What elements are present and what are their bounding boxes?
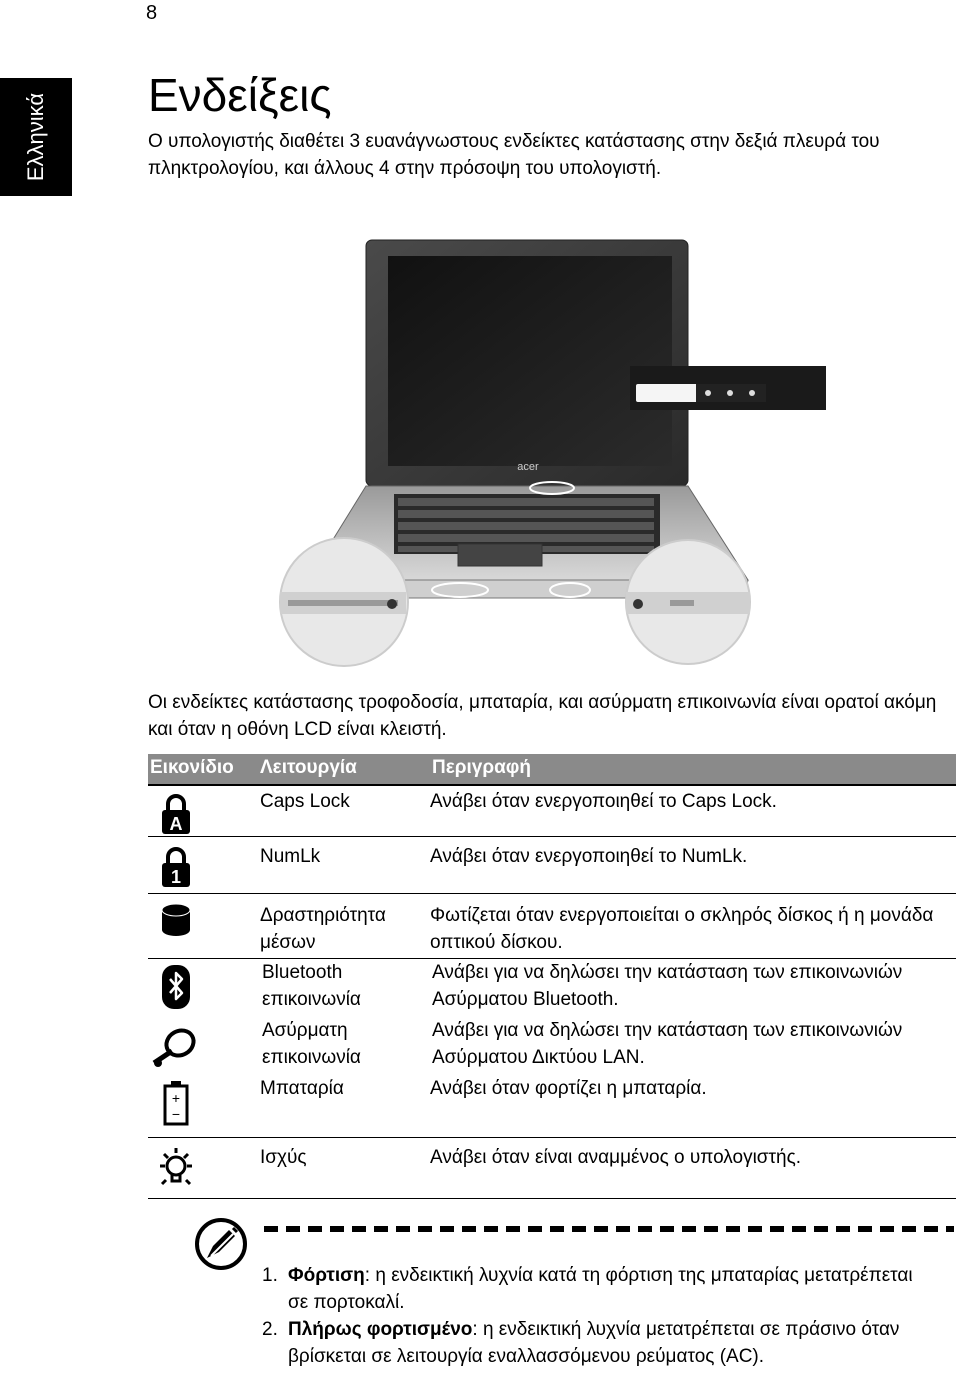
intro-paragraph: Ο υπολογιστής διαθέτει 3 ευανάγνωστους ε… [148,131,880,179]
note-divider [264,1226,954,1232]
note-icon [195,1218,247,1270]
table-row: A Caps Lock Ανάβει όταν ενεργοποιηθεί το… [148,786,956,837]
indicator-note-paragraph: Οι ενδείκτες κατάστασης τροφοδοσία, μπατ… [148,692,937,740]
page-number: 8 [146,2,158,24]
row-function: Caps Lock [260,791,350,812]
row-description: Ανάβει όταν ενεργοποιηθεί το Caps Lock. [430,791,777,812]
table-row: + − Μπαταρία Ανάβει όταν φορτίζει η μπατ… [148,1075,956,1138]
row-description: Ανάβει όταν είναι αναμμένος ο υπολογιστή… [430,1147,802,1168]
acer-logo: acer [517,461,539,473]
header-description: Περιγραφή [432,757,531,778]
num-lock-icon: 1 [162,847,190,887]
row-function: Δραστηριότητα μέσων [260,905,386,953]
row-function: NumLk [260,846,321,867]
table-row: Δραστηριότητα μέσων Φωτίζεται όταν ενεργ… [148,894,956,959]
row-description: Ανάβει όταν φορτίζει η μπαταρία. [430,1078,707,1099]
note-term: Πλήρως φορτισμένο [288,1319,473,1340]
notes-list: 1. Φόρτιση: η ενδεικτική λυχνία κατά τη … [262,1262,922,1370]
note-term: Φόρτιση [288,1265,365,1286]
row-function: Bluetooth επικοινωνία [262,962,361,1010]
wireless-icon [152,1028,196,1067]
table-row: Ισχύς Ανάβει όταν είναι αναμμένος ο υπολ… [148,1138,956,1199]
header-icon: Εικονίδιο [150,757,234,778]
list-item: 2. Πλήρως φορτισμένο: η ενδεικτική λυχνί… [262,1316,922,1370]
svg-text:+: + [172,1090,180,1106]
row-description: Ανάβει για να δηλώσει την κατάσταση των … [432,1020,903,1068]
svg-text:−: − [172,1106,180,1122]
bluetooth-icon [162,965,190,1009]
table-header: Εικονίδιο Λειτουργία Περιγραφή [148,754,956,786]
disk-icon [161,903,191,936]
battery-icon: + − [163,1081,189,1126]
language-tab-label: Ελληνικά [23,92,48,182]
indicator-table: Εικονίδιο Λειτουργία Περιγραφή A Caps Lo… [148,754,956,1199]
note-text: : η ενδεικτική λυχνία κατά τη φόρτιση τη… [288,1265,913,1313]
svg-text:1: 1 [171,867,181,887]
row-description: Ανάβει όταν ενεργοποιηθεί το NumLk. [430,846,748,867]
page-title: Ενδείξεις [148,69,332,121]
svg-text:A: A [170,814,183,834]
power-icon [160,1148,192,1186]
laptop-illustration: acer [279,239,826,667]
note-text: : η ενδεικτική λυχνία μετατρέπεται σε πρ… [288,1319,900,1367]
row-description: Φωτίζεται όταν ενεργοποιείται ο σκληρός … [430,905,934,953]
list-item: 1. Φόρτιση: η ενδεικτική λυχνία κατά τη … [262,1262,922,1316]
row-function: Ασύρματη επικοινωνία [262,1020,361,1068]
note-number: 2. [262,1319,278,1340]
table-row: 1 NumLk Ανάβει όταν ενεργοποιηθεί το Num… [148,837,956,894]
header-function: Λειτουργία [260,757,357,778]
table-row: Bluetooth επικοινωνία Ανάβει για να δηλώ… [148,959,956,1017]
row-function: Ισχύς [260,1147,307,1168]
table-row: Ασύρματη επικοινωνία Ανάβει για να δηλώσ… [148,1017,956,1075]
row-description: Ανάβει για να δηλώσει την κατάσταση των … [432,962,903,1010]
language-tab: Ελληνικά [0,78,72,196]
row-function: Μπαταρία [260,1078,344,1099]
caps-lock-icon: A [162,794,190,834]
note-number: 1. [262,1265,278,1286]
